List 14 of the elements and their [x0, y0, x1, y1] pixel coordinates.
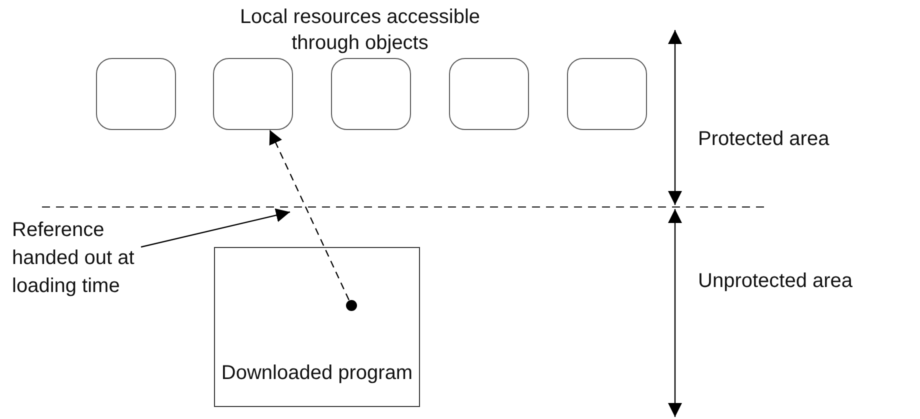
area-label: Local resources accessible through objects [238, 5, 482, 56]
box-label: Downloaded program [220, 361, 414, 386]
rounded-box [331, 58, 411, 130]
rounded-box [449, 58, 529, 130]
dashed-arrow [269, 130, 350, 300]
dot [346, 300, 357, 311]
rounded-box [96, 58, 176, 130]
arrow [140, 208, 290, 248]
callout-text: Reference handed out at loading time [12, 218, 136, 299]
area-label: Unprotected area [698, 269, 854, 294]
area-label: Protected area [698, 127, 830, 152]
rounded-box [213, 58, 293, 130]
rounded-box [567, 58, 647, 130]
program-box [214, 247, 420, 407]
